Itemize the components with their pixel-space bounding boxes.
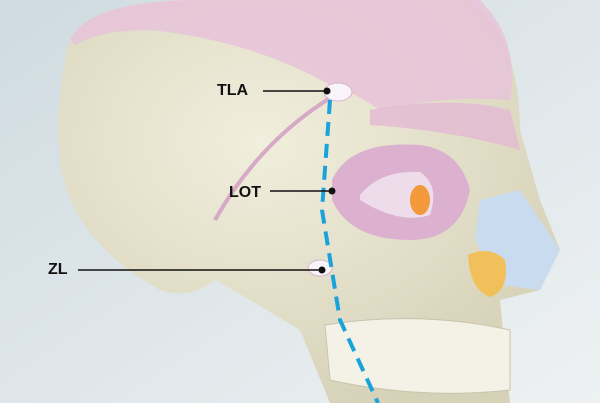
teeth [324, 318, 511, 394]
brow-fascia [370, 102, 520, 150]
orbit-fat [410, 185, 430, 215]
zl-label: ZL [48, 261, 68, 278]
lot-point [328, 187, 336, 195]
fascia-top [70, 0, 512, 110]
tla-point [323, 87, 331, 95]
temporal-line [213, 93, 337, 221]
zl-point [318, 266, 326, 274]
malar-fat-pad [468, 251, 506, 297]
vertical-guide-line [319, 99, 380, 403]
tla-label: TLA [217, 82, 249, 99]
lot-label: LOT [229, 184, 261, 201]
